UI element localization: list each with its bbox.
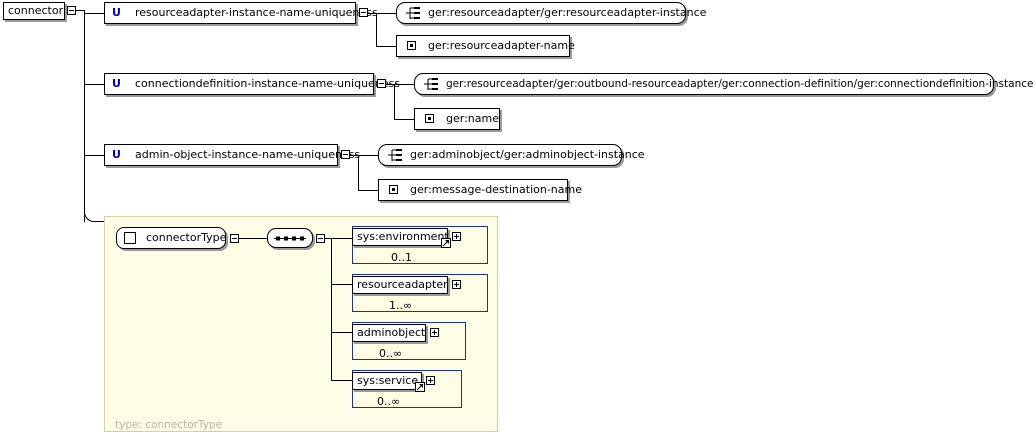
collapse-toggle-connector[interactable] [67,6,76,15]
sequence-icon [274,236,306,241]
connector-line [350,155,358,156]
connector-line [84,84,104,85]
branch-line [394,84,395,119]
constraint-name: admin-object-instance-name-uniqueness [135,148,361,161]
occurrence-label: 1..∞ [389,299,413,312]
unique-badge-icon: U [112,148,121,161]
field-icon [389,185,398,194]
field-xpath-text: ger:message-destination-name [410,183,582,196]
connector-curve [84,210,104,222]
connector-line [239,238,267,239]
expand-toggle-sys-environment[interactable] [452,232,461,241]
occurrence-label: 0..∞ [379,347,403,360]
complex-type-connectorType[interactable]: connectorType [116,227,226,249]
selector-icon [388,149,402,161]
connector-line [325,238,331,239]
collapse-toggle-type[interactable] [230,234,239,243]
complex-type-icon [124,232,136,244]
selector-xpath-text: ger:resourceadapter/ger:resourceadapter-… [428,6,707,19]
branch-line [358,155,359,190]
connector-line [331,380,352,381]
field-icon [407,41,416,50]
connector-line [368,13,376,14]
unique-badge-icon: U [112,77,121,90]
field-xpath-text: ger:resourceadapter-name [428,39,575,52]
element-name: adminobject [357,326,426,339]
root-element-connector[interactable]: connector [3,2,65,20]
selector-xpath-text: ger:resourceadapter/ger:outbound-resourc… [446,78,1034,90]
connector-line [331,284,352,285]
field-icon [425,114,434,123]
occurrence-label: 0..1 [391,251,412,264]
expand-toggle-resourceadapter[interactable] [452,280,461,289]
type-panel: type: connectorType [104,216,498,432]
selector-xpath-1[interactable]: ger:resourceadapter/ger:resourceadapter-… [396,2,706,24]
selector-icon [424,78,438,90]
connector-line [76,10,84,11]
connector-line [84,155,104,156]
element-sys-service-header[interactable]: sys:service [352,372,422,390]
expand-toggle-sys-service[interactable] [426,376,435,385]
connector-line [394,84,414,85]
selector-icon [406,7,420,19]
expand-toggle-adminobject[interactable] [430,328,439,337]
connector-line [331,238,352,239]
selector-xpath-3[interactable]: ger:adminobject/ger:adminobject-instance [378,144,645,166]
element-name: resourceadapter [357,278,448,291]
connector-line [84,13,104,14]
connector-line [331,332,352,333]
connector-line [358,155,378,156]
element-resourceadapter-header[interactable]: resourceadapter [352,276,448,294]
field-xpath-2[interactable]: ger:name [414,108,500,130]
element-adminobject-header[interactable]: adminobject [352,324,426,342]
constraint-name: connectiondefinition-instance-name-uniqu… [135,77,401,90]
selector-xpath-2[interactable]: ger:resourceadapter/ger:outbound-resourc… [414,73,1033,95]
element-name: sys:service [357,374,419,387]
unique-badge-icon: U [112,6,121,19]
occurrence-label: 0..∞ [377,395,401,408]
connector-line [386,84,394,85]
element-sys-environment-header[interactable]: sys:environment [352,228,449,246]
reference-arrow-icon [415,382,425,392]
complex-type-name: connectorType [146,231,227,244]
selector-xpath-text: ger:adminobject/ger:adminobject-instance [410,148,645,161]
root-element-label: connector [8,4,64,17]
unique-constraint-3[interactable]: U admin-object-instance-name-uniqueness [104,144,360,166]
collapse-toggle-constraint-1[interactable] [359,8,368,17]
unique-constraint-2[interactable]: U connectiondefinition-instance-name-uni… [104,73,400,95]
unique-constraint-1[interactable]: U resourceadapter-instance-name-uniquene… [104,2,378,24]
element-name: sys:environment [357,230,449,243]
branch-line [376,13,377,46]
field-xpath-text: ger:name [446,112,499,125]
connector-line [358,190,378,191]
field-xpath-3[interactable]: ger:message-destination-name [378,179,582,201]
connector-line [394,119,414,120]
collapse-toggle-constraint-3[interactable] [341,150,350,159]
field-xpath-1[interactable]: ger:resourceadapter-name [396,35,575,57]
trunk-line [84,10,85,222]
reference-arrow-icon [441,238,451,248]
connector-line [376,46,396,47]
collapse-toggle-constraint-2[interactable] [377,79,386,88]
collapse-toggle-sequence[interactable] [316,234,325,243]
branch-line [331,238,332,380]
type-caption: type: connectorType [115,419,223,431]
trunk-line [84,155,85,222]
sequence-compositor[interactable] [267,228,313,248]
connector-line [376,13,396,14]
constraint-name: resourceadapter-instance-name-uniqueness [135,6,378,19]
